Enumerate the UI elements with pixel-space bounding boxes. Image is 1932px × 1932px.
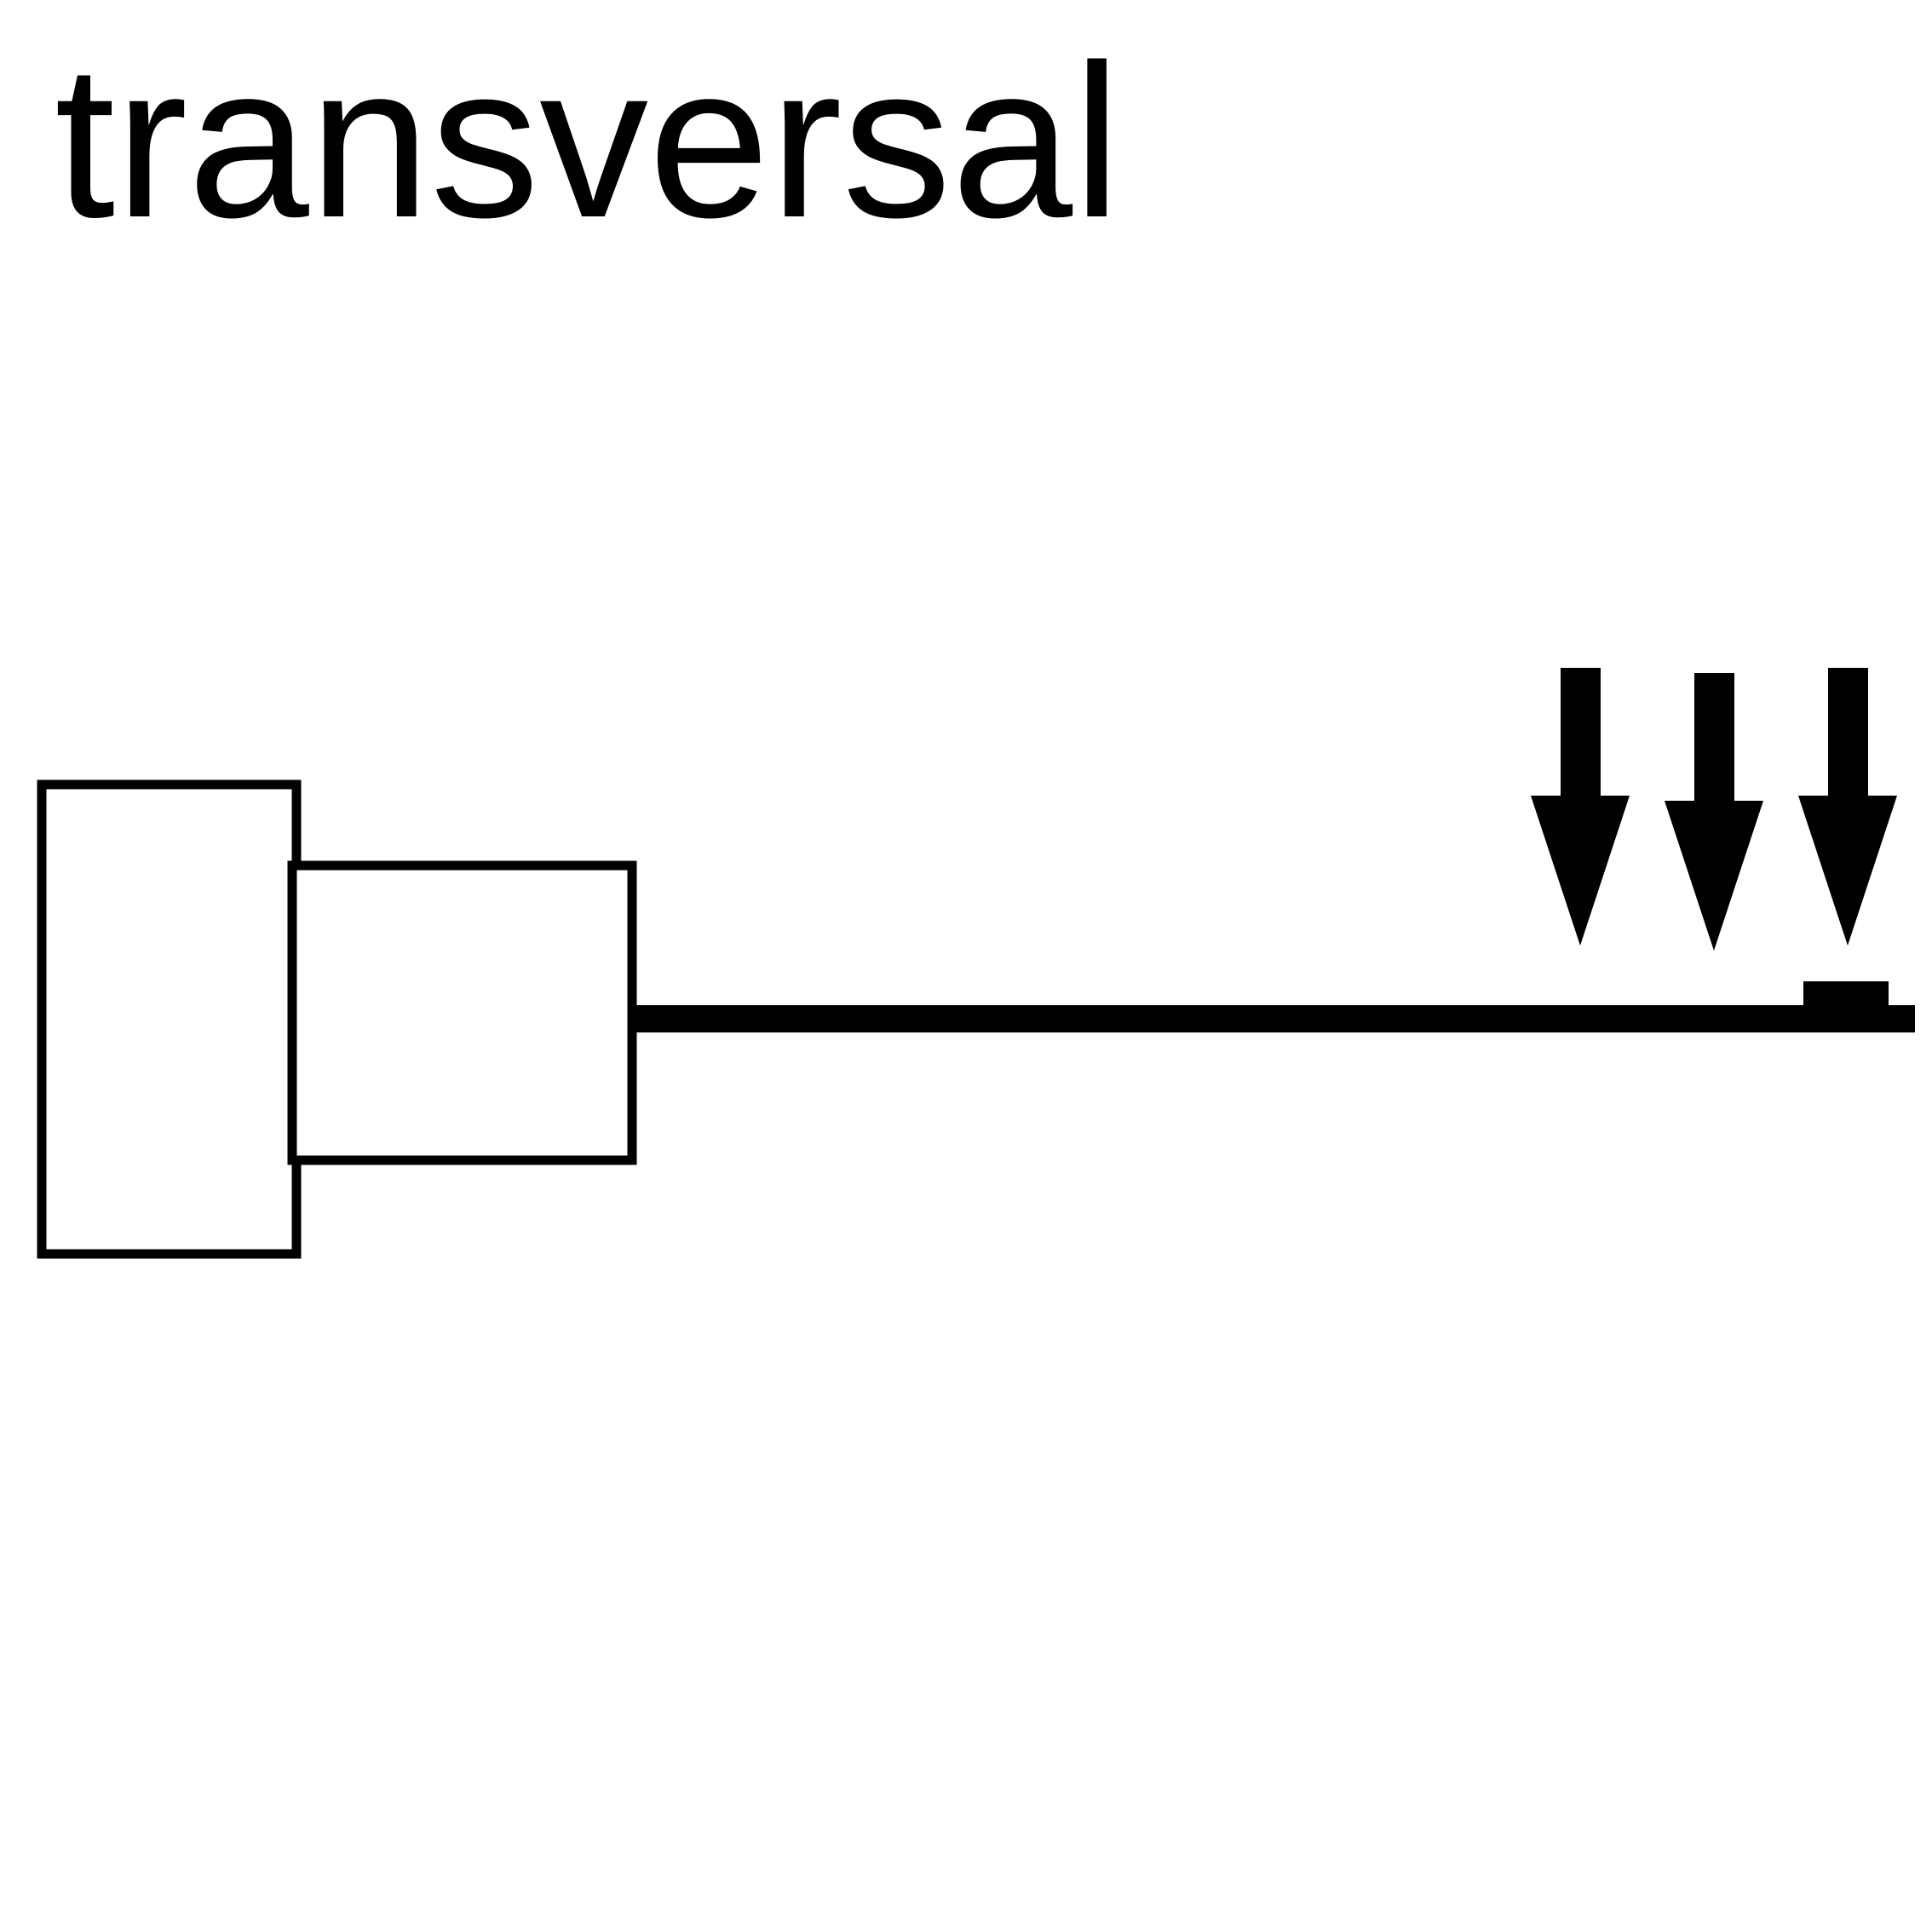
force-arrow: [1665, 673, 1763, 951]
tip-mass: [1803, 981, 1889, 1007]
force-arrow-shaft: [1561, 668, 1601, 797]
base-block: [37, 779, 302, 1259]
force-arrow-head: [1798, 796, 1897, 946]
beam: [634, 1005, 1915, 1032]
force-arrow: [1798, 668, 1897, 946]
force-arrow-head: [1665, 801, 1763, 951]
force-arrow-shaft: [1828, 668, 1868, 797]
holder-block: [287, 860, 637, 1165]
force-arrow: [1531, 668, 1630, 946]
diagram-title: transversal: [55, 20, 1121, 263]
force-arrow-shaft: [1694, 673, 1734, 802]
force-arrow-head: [1531, 796, 1630, 946]
